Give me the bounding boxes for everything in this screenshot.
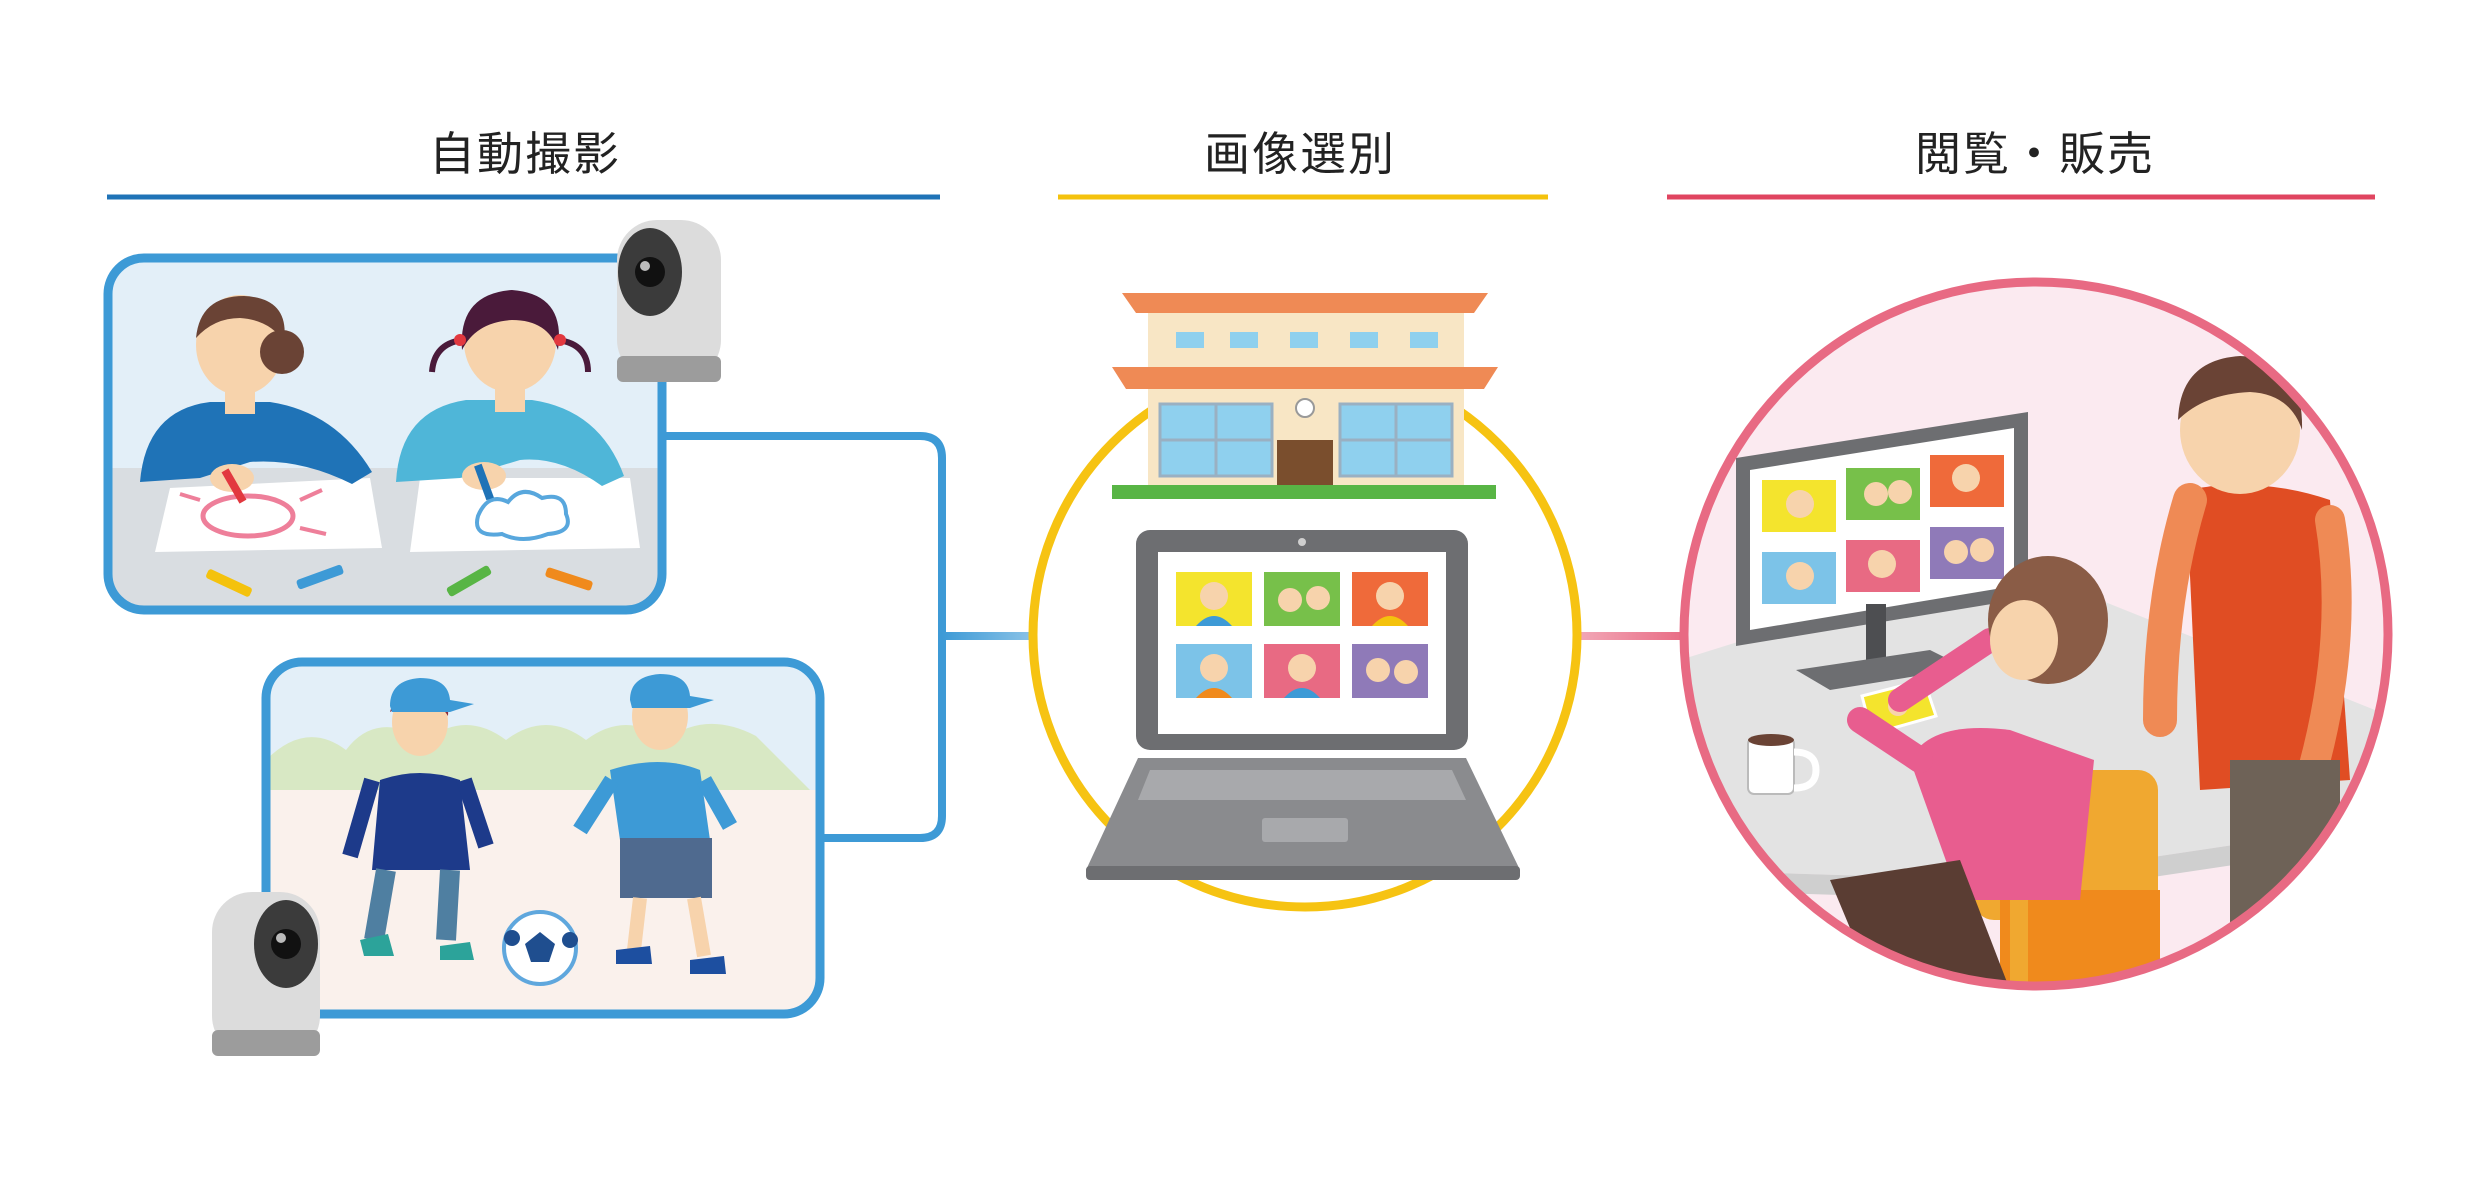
heading-image-selection: 画像選別 bbox=[1204, 127, 1396, 181]
viewing-scene bbox=[1679, 277, 2393, 991]
laptop-icon bbox=[1086, 530, 1520, 880]
soccer-scene-panel bbox=[261, 657, 825, 1019]
heading-view-sell: 閲覧・販売 bbox=[1915, 127, 2155, 181]
drawing-scene-panel bbox=[103, 253, 667, 615]
soccer-ball-icon bbox=[502, 910, 578, 986]
coffee-mug-icon bbox=[1747, 734, 1820, 795]
monitor-icon bbox=[1736, 412, 2028, 690]
pet-camera-icon bbox=[212, 892, 320, 1056]
pet-camera-icon bbox=[617, 220, 721, 382]
heading-auto-capture: 自動撮影 bbox=[429, 127, 621, 181]
school-building-icon bbox=[1112, 293, 1498, 499]
clock-icon bbox=[1295, 398, 1315, 418]
